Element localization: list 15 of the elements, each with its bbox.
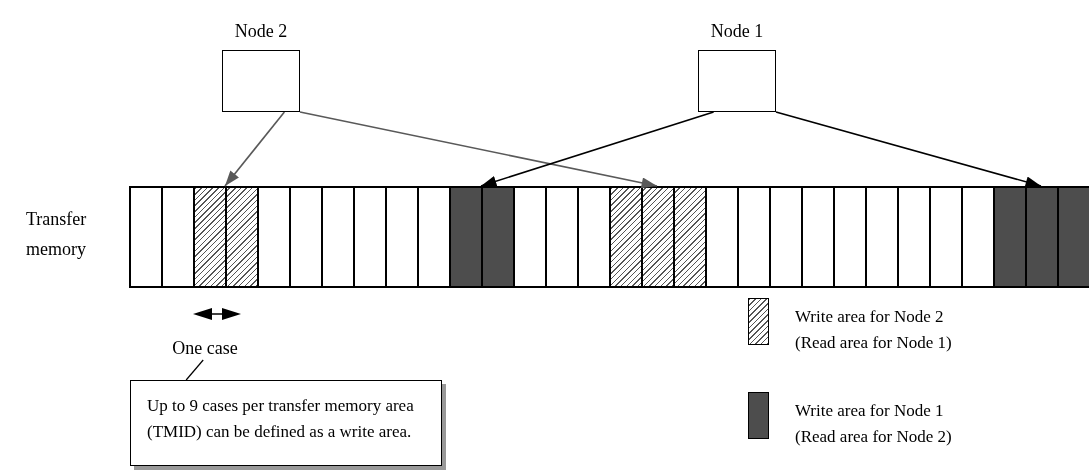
dimension-label: One case (160, 336, 250, 360)
hatched-block (195, 188, 259, 286)
filled-block (451, 188, 515, 286)
row-label: Transfer memory (26, 208, 88, 261)
leader-line (185, 359, 204, 381)
arrow (299, 111, 658, 189)
legend-text: Write area for Node 1 (Read area for Node 2) (795, 400, 953, 448)
arrow (224, 111, 286, 187)
node-heading: Node 1 (709, 20, 765, 42)
arrow (480, 111, 715, 187)
legend-text: Write area for Node 2 (Read area for Node 1) (795, 306, 953, 354)
filled-block (995, 188, 1089, 286)
hatched-block (611, 188, 707, 286)
node-heading: Node 2 (233, 20, 289, 42)
arrow (775, 111, 1042, 188)
